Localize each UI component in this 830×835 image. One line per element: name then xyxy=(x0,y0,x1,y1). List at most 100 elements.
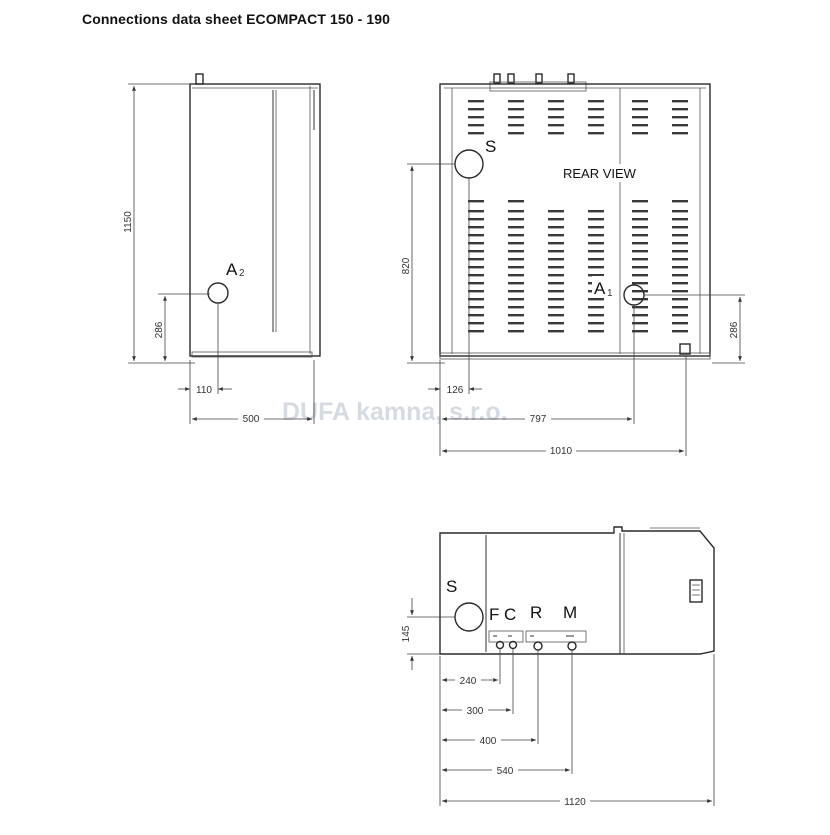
vent-slot xyxy=(468,124,484,127)
dim-side-height: 1150 xyxy=(123,211,134,233)
vent-slot xyxy=(468,322,484,325)
vent-slot xyxy=(468,306,484,309)
vent-slot xyxy=(548,218,564,221)
dim-a2-height: 286 xyxy=(154,321,165,338)
vent-slot xyxy=(508,250,524,253)
vent-slot xyxy=(548,274,564,277)
dim-a1-height: 286 xyxy=(729,321,740,338)
vent-slot xyxy=(548,234,564,237)
c-connection xyxy=(508,640,518,650)
vent-slot xyxy=(672,226,688,229)
vent-slot xyxy=(588,258,604,261)
vent-slot xyxy=(632,250,648,253)
vent-slot xyxy=(588,274,604,277)
vent-slot xyxy=(632,226,648,229)
s-connection-circle xyxy=(454,149,484,179)
dim-side-depth: 500 xyxy=(243,414,260,425)
side-top-stub xyxy=(195,73,204,85)
vent-slot xyxy=(548,100,564,103)
vent-slot xyxy=(508,108,524,111)
a2-label-sub: 2 xyxy=(239,268,245,279)
vent-slot xyxy=(548,306,564,309)
vent-slot xyxy=(468,234,484,237)
vent-slot xyxy=(468,132,484,135)
watermark-text: DUFA kamna, s.r.o. xyxy=(282,398,508,426)
vent-slot xyxy=(588,242,604,245)
vent-slot xyxy=(508,210,524,213)
vent-slot xyxy=(548,116,564,119)
top-grille xyxy=(689,579,703,603)
dim-top-s-offset: 145 xyxy=(401,625,412,642)
vent-slot xyxy=(508,266,524,269)
dim-r: 400 xyxy=(480,736,497,747)
vent-slot xyxy=(588,330,604,333)
dim-f: 240 xyxy=(460,676,477,687)
dim-s-offset: 126 xyxy=(447,385,464,396)
vent-slot xyxy=(508,274,524,277)
dim-rear-width: 1010 xyxy=(550,446,573,457)
vent-slot xyxy=(672,322,688,325)
vent-slot xyxy=(672,282,688,285)
vent-slot xyxy=(632,124,648,127)
dim-c: 300 xyxy=(467,706,484,717)
vent-slot xyxy=(588,266,604,269)
vent-slot xyxy=(468,100,484,103)
vent-slot xyxy=(508,314,524,317)
r-label: R xyxy=(530,603,542,622)
vent-slot xyxy=(672,290,688,293)
vent-slot xyxy=(548,124,564,127)
c-label: C xyxy=(504,605,516,624)
vent-slot xyxy=(588,210,604,213)
vent-slot xyxy=(468,266,484,269)
vent-slot xyxy=(672,132,688,135)
vent-slot xyxy=(548,330,564,333)
vent-slot xyxy=(468,330,484,333)
vent-slot xyxy=(632,132,648,135)
vent-slot xyxy=(508,282,524,285)
vent-slot xyxy=(632,266,648,269)
vent-slot xyxy=(468,250,484,253)
dim-m: 540 xyxy=(497,766,514,777)
rear-view: S REAR VIEW A 1 820 286 126 xyxy=(401,73,745,457)
vent-slot xyxy=(672,242,688,245)
vent-slot xyxy=(508,124,524,127)
top-view: S F C R M 145 xyxy=(401,526,715,808)
a2-label: A xyxy=(226,260,238,279)
vent-slot xyxy=(508,226,524,229)
vent-slot xyxy=(632,234,648,237)
vent-slot xyxy=(548,108,564,111)
dim-s-height: 820 xyxy=(401,257,412,274)
side-body xyxy=(189,83,321,357)
a1-label-sub: 1 xyxy=(607,288,613,299)
vent-slot xyxy=(508,234,524,237)
vent-slot xyxy=(632,218,648,221)
vent-slot xyxy=(548,266,564,269)
fc-plate xyxy=(488,630,524,643)
side-base xyxy=(191,351,313,358)
vent-slot xyxy=(672,124,688,127)
dim-top-width: 1120 xyxy=(564,797,586,808)
dim-a2-offset: 110 xyxy=(196,385,212,396)
vent-slot xyxy=(632,108,648,111)
vent-slot xyxy=(468,210,484,213)
vent-slot xyxy=(588,250,604,253)
vent-slot xyxy=(588,124,604,127)
vent-slot xyxy=(632,322,648,325)
vent-slot xyxy=(632,290,648,293)
vent-slot xyxy=(588,234,604,237)
vent-slot xyxy=(672,250,688,253)
vent-slot xyxy=(588,298,604,301)
top-outline xyxy=(439,526,715,655)
vent-slot xyxy=(468,258,484,261)
vent-slot xyxy=(632,314,648,317)
vent-slot xyxy=(468,290,484,293)
vent-slot xyxy=(632,274,648,277)
rear-top-header xyxy=(489,81,587,92)
vent-slot xyxy=(468,282,484,285)
vent-slot xyxy=(468,314,484,317)
rear-base xyxy=(439,352,711,360)
vent-slot xyxy=(548,242,564,245)
vent-slot xyxy=(632,242,648,245)
s-label-rear: S xyxy=(485,137,496,156)
